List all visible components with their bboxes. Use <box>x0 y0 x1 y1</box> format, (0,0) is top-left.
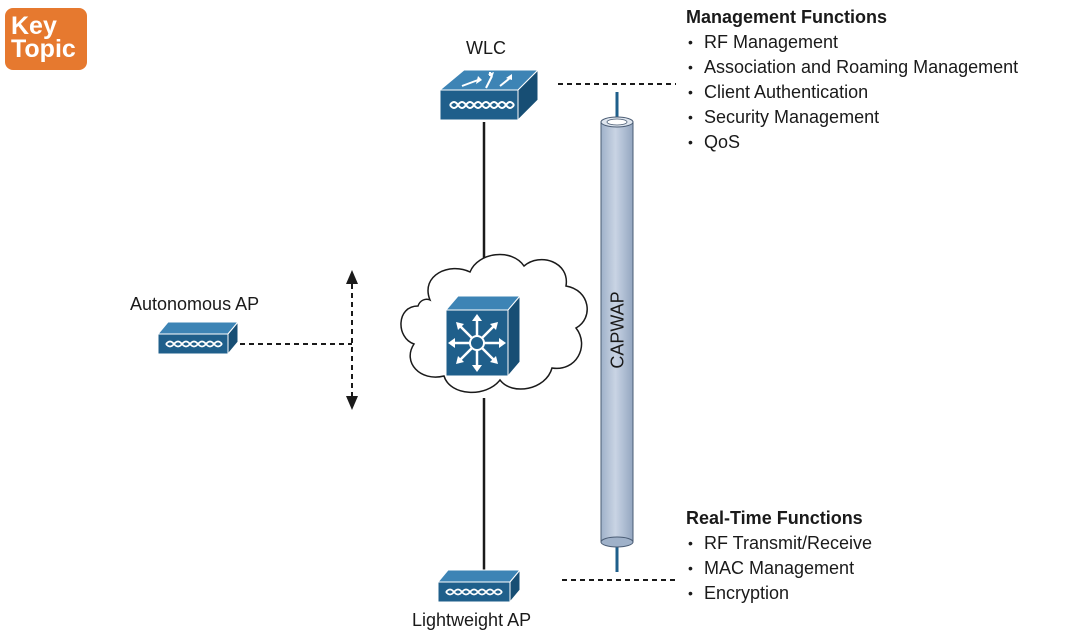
list-item: Client Authentication <box>686 80 1018 105</box>
wlc-label: WLC <box>466 38 506 58</box>
list-item: QoS <box>686 130 1018 155</box>
multilayer-switch-icon <box>444 294 522 378</box>
key-topic-badge: Key Topic <box>5 8 87 70</box>
badge-line-key: Key <box>11 12 57 40</box>
list-item: MAC Management <box>686 556 872 581</box>
list-item: Encryption <box>686 581 872 606</box>
badge-line-topic: Topic <box>11 35 76 63</box>
management-functions-block: Management Functions RF Management Assoc… <box>686 4 1018 155</box>
lightweight-ap-label: Lightweight AP <box>412 610 532 630</box>
list-item: Security Management <box>686 105 1018 130</box>
list-item: RF Management <box>686 30 1018 55</box>
list-item: RF Transmit/Receive <box>686 531 872 556</box>
management-functions-title: Management Functions <box>686 7 888 27</box>
arrow-down-head <box>346 396 358 410</box>
management-functions-list: RF Management Association and Roaming Ma… <box>686 30 1018 155</box>
capwap-label: CAPWAP <box>607 291 628 369</box>
realtime-functions-block: Real-Time Functions RF Transmit/Receive … <box>686 505 872 606</box>
autonomous-ap-label: Autonomous AP <box>130 294 260 314</box>
wlc-device-icon <box>438 68 540 122</box>
autonomous-ap-device-icon <box>156 320 240 356</box>
realtime-functions-list: RF Transmit/Receive MAC Management Encry… <box>686 531 872 606</box>
lightweight-ap-device-icon <box>436 568 522 604</box>
arrow-up-head <box>346 270 358 284</box>
list-item: Association and Roaming Management <box>686 55 1018 80</box>
realtime-functions-title: Real-Time Functions <box>686 508 863 528</box>
capwap-tunnel <box>600 92 634 572</box>
